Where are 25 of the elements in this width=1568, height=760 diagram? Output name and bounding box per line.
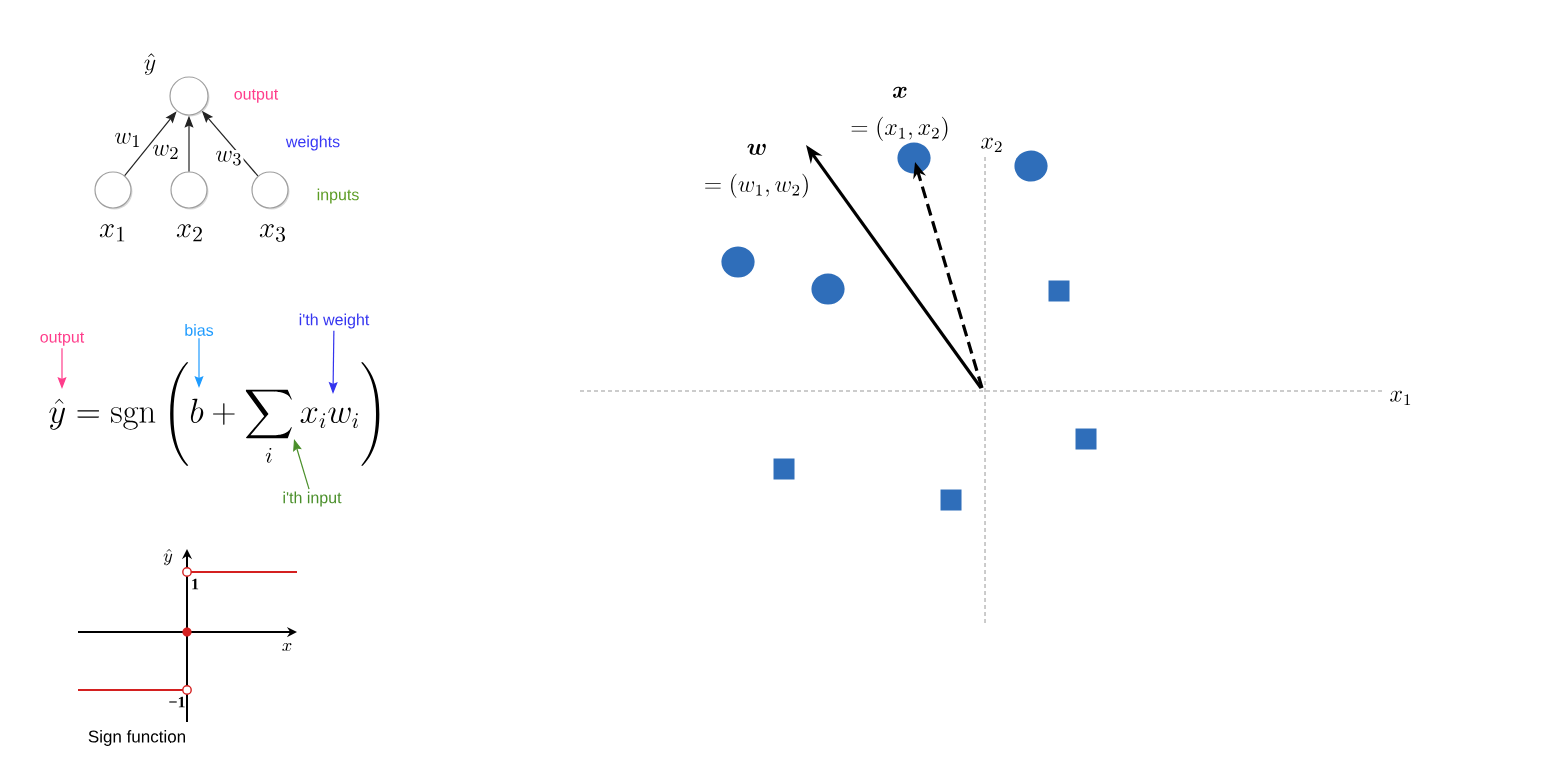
edge-label: $w_{2}$ [151,144,181,160]
math-label: $x_{2}$ [176,224,202,242]
tick-label: −1 [169,696,185,708]
annotation-text: weights [285,135,340,151]
equation: $\hat{y} = \mathrm{sgn}\left(b + \sum_{i} x_{i} w_{i}\right)$ [49,362,380,466]
annotation-text: output [234,89,279,103]
annotation-text: bias [185,324,214,336]
edge-label: $w_{1}$ [113,132,143,148]
axis-label: $x_{2}$ [981,137,1002,152]
math-label: $x_{1}$ [99,224,125,242]
arrow [124,111,177,177]
math-label: $\hat{y}$ [144,53,156,75]
vector-label: $\begin{gathered}\boldsymbol{w}\\ = (w_{1}, w_{2})\end{gathered}$ [705,143,808,198]
math-label: $x_{3}$ [259,224,286,242]
axis-label: $x_{1}$ [1390,390,1411,405]
annotation-text: output [40,332,85,346]
annotation-text: inputs [317,188,359,204]
annotation-text: i'th input [283,491,342,507]
annotation-text: i'th weight [299,313,370,329]
axis-label: $\hat{y}$ [163,549,173,566]
caption: Sign function [88,730,185,746]
axis-label: $x$ [282,642,292,652]
edge-label: $w_{3}$ [214,150,244,166]
vector-label: $\begin{gathered}\boldsymbol{x}\\ = (x_{1}, x_{2})\end{gathered}$ [851,86,948,141]
tick-label: 1 [192,578,199,590]
